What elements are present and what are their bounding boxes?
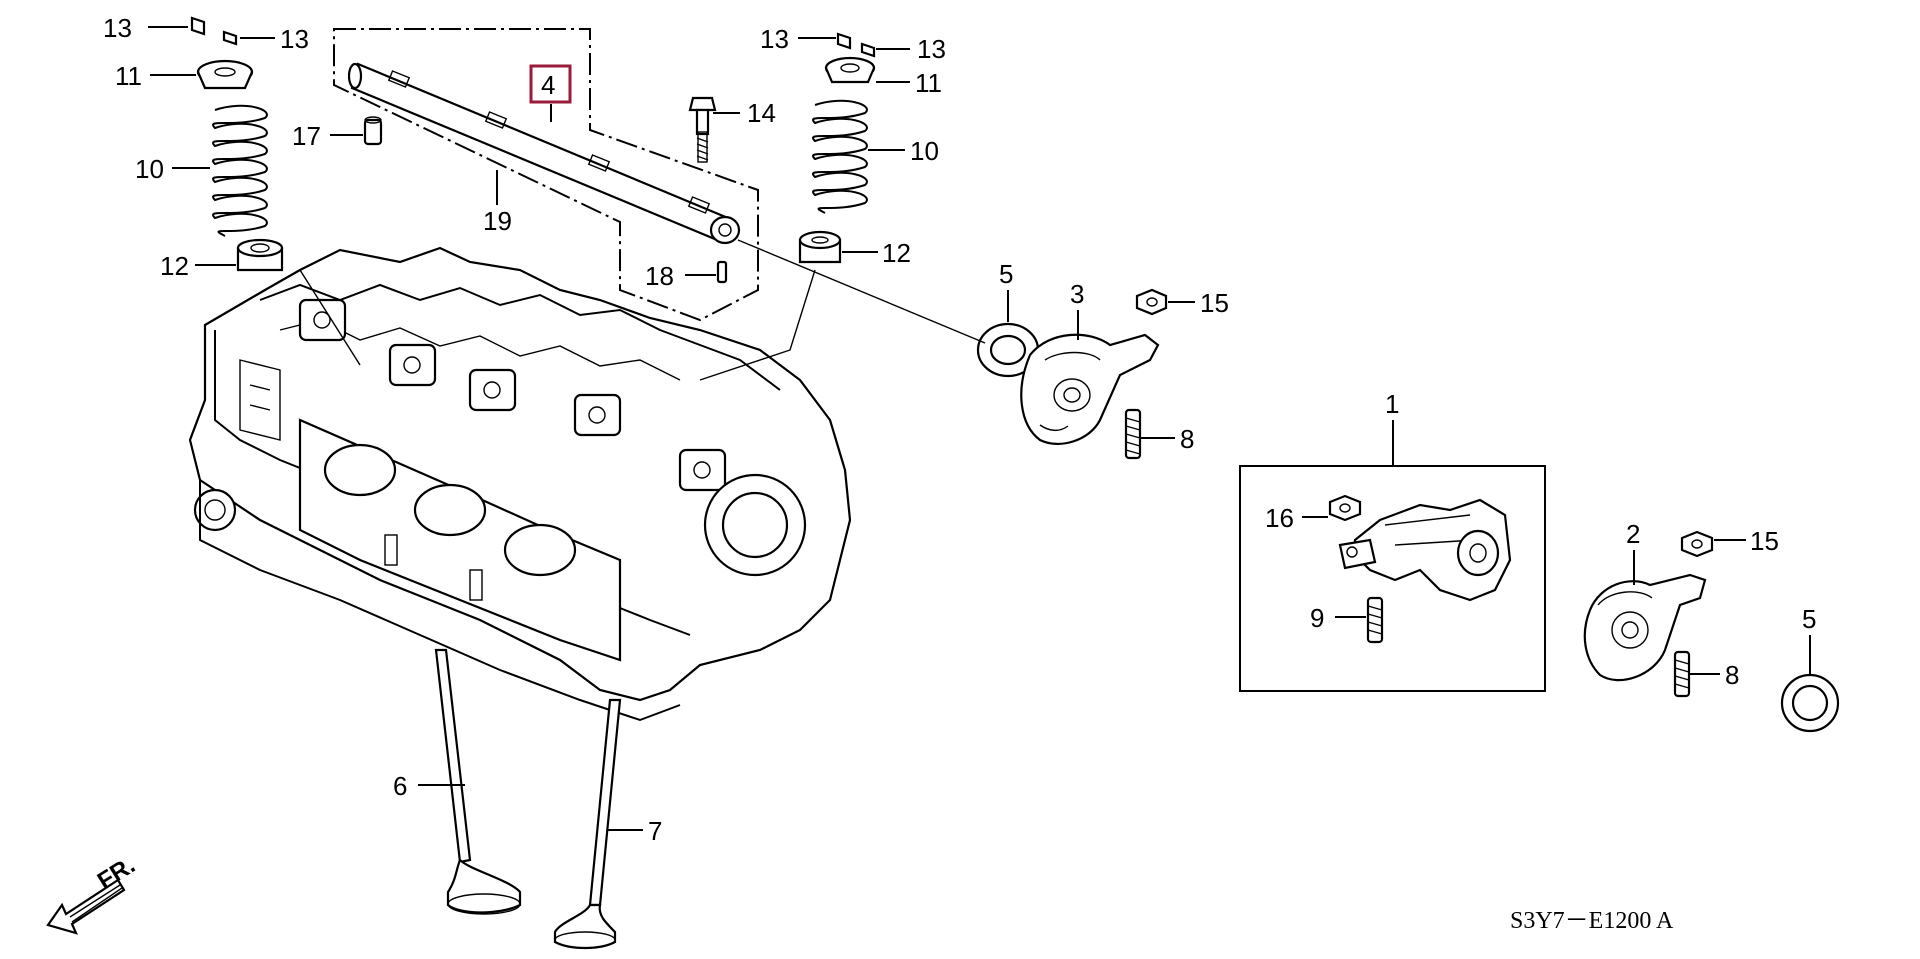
callout-19: 19: [483, 206, 512, 236]
valve-cotter-left-a[interactable]: [190, 16, 206, 36]
highlighted-callout[interactable]: 4: [529, 64, 572, 104]
valve-spring-left[interactable]: [212, 104, 268, 237]
callout-4: 4: [541, 70, 555, 100]
callout-13: 13: [917, 34, 946, 64]
callout-8: 8: [1180, 424, 1194, 454]
cylinder-head[interactable]: [188, 246, 852, 722]
rocker-arm-3[interactable]: [1020, 333, 1160, 445]
front-direction-indicator: FR.: [46, 852, 140, 935]
adjusting-screw-upper[interactable]: [1124, 408, 1142, 460]
valve-stem-seal-left[interactable]: [236, 238, 284, 272]
callout-labels: 13 13 11 10 12 17 19 18 14 13 13 11 10 1…: [103, 13, 1816, 846]
intake-valve[interactable]: [434, 648, 522, 915]
callout-12: 12: [882, 238, 911, 268]
callout-16: 16: [1265, 503, 1294, 533]
spring-retainer-right[interactable]: [824, 56, 876, 84]
callout-10: 10: [135, 154, 164, 184]
sealing-bolt[interactable]: [688, 96, 717, 163]
callout-2: 2: [1626, 519, 1640, 549]
adjusting-screw-assembly[interactable]: [1366, 596, 1384, 644]
callout-5: 5: [999, 259, 1013, 289]
callout-14: 14: [747, 98, 776, 128]
dowel-pin[interactable]: [363, 116, 383, 146]
valve-cotter-right-b[interactable]: [860, 42, 876, 58]
valve-stem-seal-right[interactable]: [798, 230, 842, 264]
callout-8: 8: [1725, 660, 1739, 690]
callout-18: 18: [645, 261, 674, 291]
callout-17: 17: [292, 121, 321, 151]
callout-9: 9: [1310, 603, 1324, 633]
lock-nut-lower[interactable]: [1680, 530, 1714, 558]
valve-cotter-right-a[interactable]: [836, 32, 852, 50]
diagram-code: S3Y7－E1200 A: [1510, 908, 1674, 934]
leader-lines: [148, 26, 1811, 831]
callout-15: 15: [1200, 288, 1229, 318]
rocker-shaft-group-outline: [333, 28, 759, 322]
callout-15: 15: [1750, 526, 1779, 556]
exhaust-valve[interactable]: [553, 698, 622, 950]
rocker-arm-assembly[interactable]: [1338, 498, 1512, 602]
front-label: FR.: [93, 852, 140, 895]
callout-13: 13: [760, 24, 789, 54]
callout-13: 13: [280, 24, 309, 54]
valve-cotter-left-b[interactable]: [222, 30, 238, 46]
thrust-washer-lower[interactable]: [1780, 673, 1840, 733]
highlight-box: [529, 64, 572, 104]
lock-nut-upper[interactable]: [1135, 288, 1168, 316]
lock-nut-assembly[interactable]: [1328, 494, 1362, 522]
callout-13: 13: [103, 13, 132, 43]
thrust-washer-upper[interactable]: [976, 322, 1040, 378]
valve-spring-right[interactable]: [812, 99, 868, 214]
callout-11: 11: [115, 61, 142, 91]
callout-7: 7: [648, 816, 662, 846]
collar-pin[interactable]: [716, 260, 728, 284]
adjusting-screw-lower[interactable]: [1673, 650, 1691, 698]
rocker-arm-2[interactable]: [1583, 573, 1707, 682]
rocker-shaft[interactable]: [347, 62, 741, 245]
callout-6: 6: [393, 771, 407, 801]
callout-3: 3: [1070, 279, 1084, 309]
callout-12: 12: [160, 251, 189, 281]
callout-10: 10: [910, 136, 939, 166]
callout-1: 1: [1385, 389, 1399, 419]
callout-5: 5: [1802, 604, 1816, 634]
callout-11: 11: [915, 68, 942, 98]
spring-retainer-left[interactable]: [196, 59, 254, 90]
